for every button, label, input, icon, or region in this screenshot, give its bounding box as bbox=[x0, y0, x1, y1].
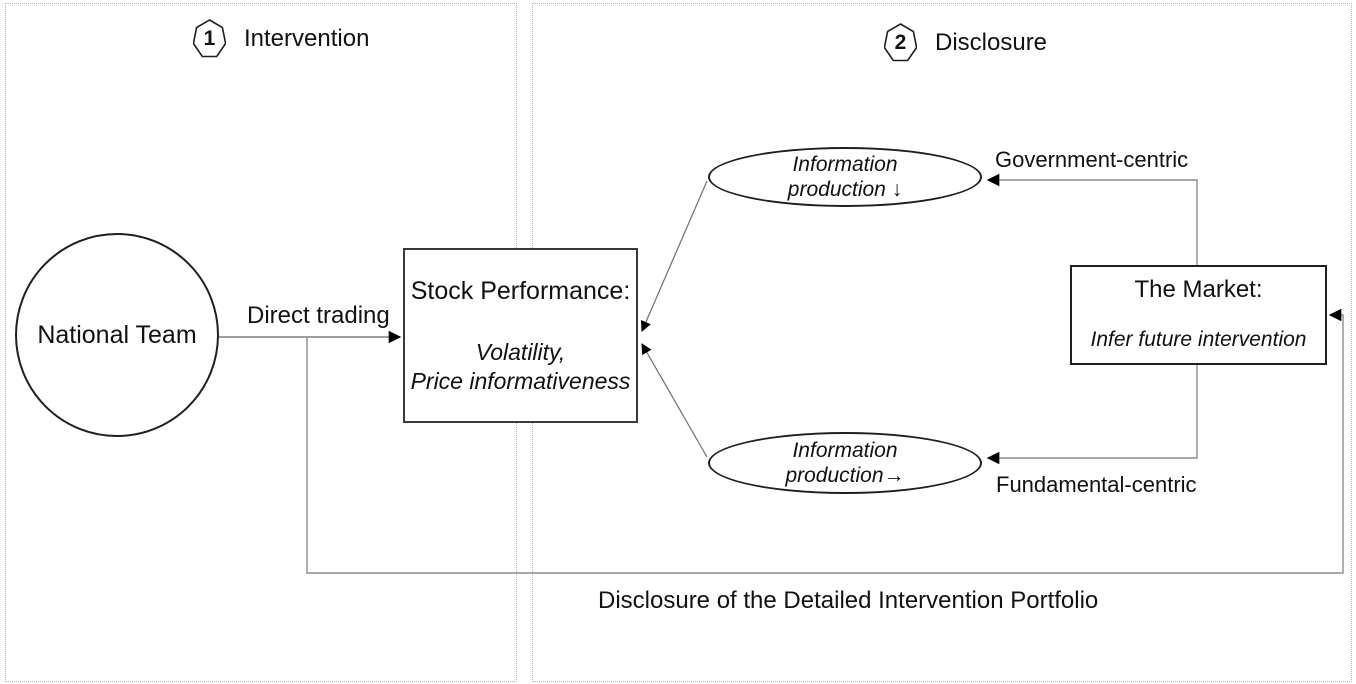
market-subtitle: Infer future intervention bbox=[1090, 328, 1307, 351]
information-production-flat-ellipse: Information production→ bbox=[708, 432, 982, 494]
section-header-intervention: 1 Intervention bbox=[192, 19, 370, 59]
info-flat-line2: production→ bbox=[785, 464, 905, 487]
direct-trading-label: Direct trading bbox=[247, 302, 390, 329]
fundamental-centric-label: Fundamental-centric bbox=[996, 472, 1197, 497]
info-down-to-stock-arrow bbox=[640, 180, 708, 332]
step-2-number: 2 bbox=[894, 31, 907, 54]
info-down-line1: Information bbox=[792, 153, 898, 176]
step-1-number: 1 bbox=[203, 27, 216, 50]
stock-performance-informativeness: Price informativeness bbox=[410, 368, 631, 394]
stock-performance-title: Stock Performance: bbox=[410, 277, 631, 305]
info-down-line2: production ↓ bbox=[787, 178, 903, 201]
information-production-down-ellipse: Information production ↓ bbox=[708, 147, 982, 207]
national-team-circle: National Team bbox=[15, 233, 219, 437]
market-box: The Market: Infer future intervention bbox=[1070, 265, 1327, 365]
portfolio-disclosure-feedback-arrow bbox=[306, 308, 1344, 574]
government-centric-label: Government-centric bbox=[995, 147, 1189, 172]
section-header-disclosure: 2 Disclosure bbox=[883, 23, 1048, 63]
section-label-intervention: Intervention bbox=[244, 25, 370, 52]
stock-performance-box: Stock Performance: Volatility, Price inf… bbox=[403, 248, 638, 423]
portfolio-disclosure-label: Disclosure of the Detailed Intervention … bbox=[598, 587, 1099, 614]
fundamental-centric-arrow bbox=[986, 365, 1198, 465]
step-1-heptagon-icon: 1 bbox=[192, 19, 227, 59]
stock-performance-volatility: Volatility, bbox=[475, 339, 566, 365]
info-flat-line1: Information bbox=[792, 439, 898, 462]
section-label-disclosure: Disclosure bbox=[935, 29, 1048, 56]
info-flat-to-stock-arrow bbox=[641, 343, 708, 458]
market-title: The Market: bbox=[1134, 276, 1263, 303]
step-2-heptagon-icon: 2 bbox=[883, 23, 918, 63]
national-team-label: National Team bbox=[37, 320, 197, 349]
government-centric-arrow bbox=[986, 173, 1198, 265]
